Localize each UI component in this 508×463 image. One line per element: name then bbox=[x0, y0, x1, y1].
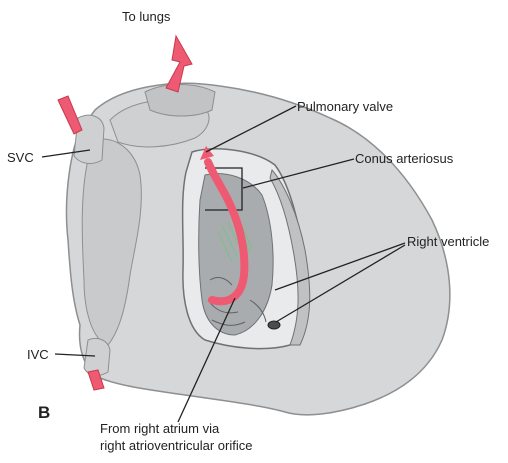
pulmonary-valve-label: Pulmonary valve bbox=[297, 99, 393, 114]
ivc-label: IVC bbox=[27, 347, 49, 362]
conus-arteriosus-label: Conus arteriosus bbox=[355, 151, 453, 166]
panel-label: B bbox=[38, 403, 50, 423]
svc-label: SVC bbox=[7, 150, 34, 165]
right-ventricle-label: Right ventricle bbox=[407, 234, 489, 249]
pulmonary-trunk bbox=[145, 85, 215, 117]
to-lungs-label: To lungs bbox=[122, 9, 170, 24]
svc-inflow-arrow bbox=[58, 96, 82, 134]
from-right-atrium-label: From right atrium via right atrioventric… bbox=[100, 420, 252, 454]
ventricle-orifice bbox=[268, 321, 280, 329]
from-right-atrium-line2: right atrioventricular orifice bbox=[100, 437, 252, 454]
from-right-atrium-line1: From right atrium via bbox=[100, 420, 252, 437]
